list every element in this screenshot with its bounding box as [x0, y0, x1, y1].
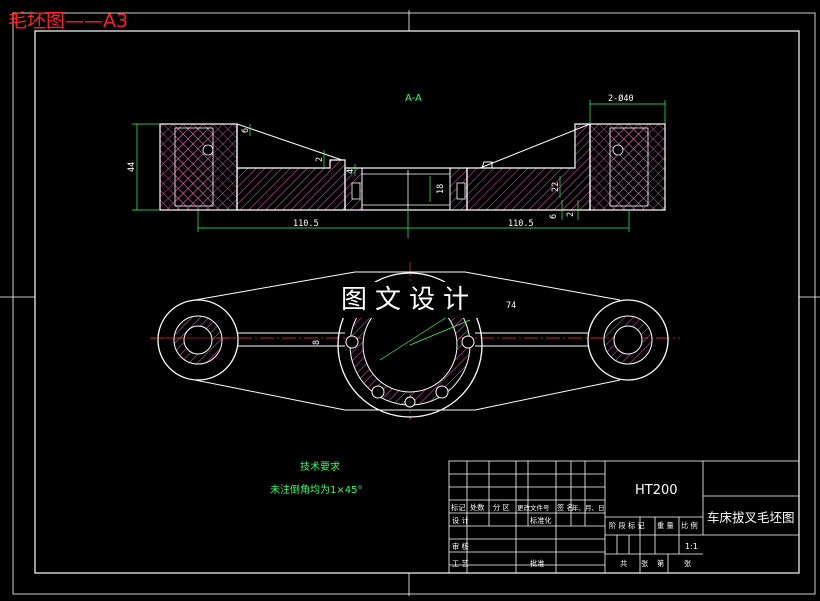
section-view-a-a: A-A	[127, 93, 666, 238]
dim-rib-left-top: 6	[241, 128, 251, 133]
ratio-label: 比 例	[681, 521, 698, 530]
weight-label: 重 量	[657, 521, 674, 530]
date-label: 年、月、日	[572, 503, 605, 512]
mark-label: 标记	[451, 503, 465, 512]
dim-bottom-two: 2	[566, 212, 576, 217]
watermark-text: 图文设计	[335, 282, 484, 318]
notes-line1: 未注倒角均为1×45°	[270, 483, 362, 496]
title-block	[448, 460, 800, 574]
check-label: 审 核	[452, 542, 469, 551]
section-label: A-A	[405, 93, 422, 104]
approve-label: 批准	[530, 559, 544, 568]
count-label: 处数	[470, 503, 484, 512]
zone-label: 分 区	[493, 503, 510, 512]
dim-plan-radius: 8	[312, 340, 322, 345]
dim-hole-spec: 2-Ø40	[608, 93, 634, 104]
dim-half-length-left: 110.5	[293, 219, 319, 229]
page-sheet-label: 张	[684, 559, 691, 568]
scale-value: 1:1	[685, 542, 698, 551]
total-label: 共	[620, 559, 627, 568]
part-name: 车床拔叉毛坯图	[707, 510, 795, 525]
dim-step-left: 2	[315, 157, 325, 162]
page-label: 第	[657, 559, 664, 568]
material-label: HT200	[635, 483, 678, 498]
standard-label: 标准化	[530, 516, 552, 525]
dim-overall-height: 44	[127, 162, 137, 172]
inner-frame	[34, 30, 800, 574]
sheet-corner-title: 毛坯图——A3	[8, 10, 129, 32]
stage-label: 阶 段 标 记	[609, 521, 645, 530]
notes-heading: 技术要求	[300, 460, 340, 473]
dim-step-right: 22	[551, 182, 561, 192]
process-label: 工 艺	[452, 559, 469, 568]
design-label: 设 计	[452, 516, 469, 525]
dim-plan-width: 74	[506, 301, 516, 311]
doc-no-label: 更改文件号	[517, 503, 550, 512]
sign-label: 签 名	[557, 503, 574, 512]
outer-border	[12, 12, 816, 595]
dim-bottom-six: 6	[549, 214, 559, 219]
sheets-label: 张	[641, 559, 648, 568]
dim-half-length-right: 110.5	[508, 219, 534, 229]
dim-bore-height: 18	[436, 184, 446, 194]
dim-small-left: 4	[346, 169, 356, 174]
